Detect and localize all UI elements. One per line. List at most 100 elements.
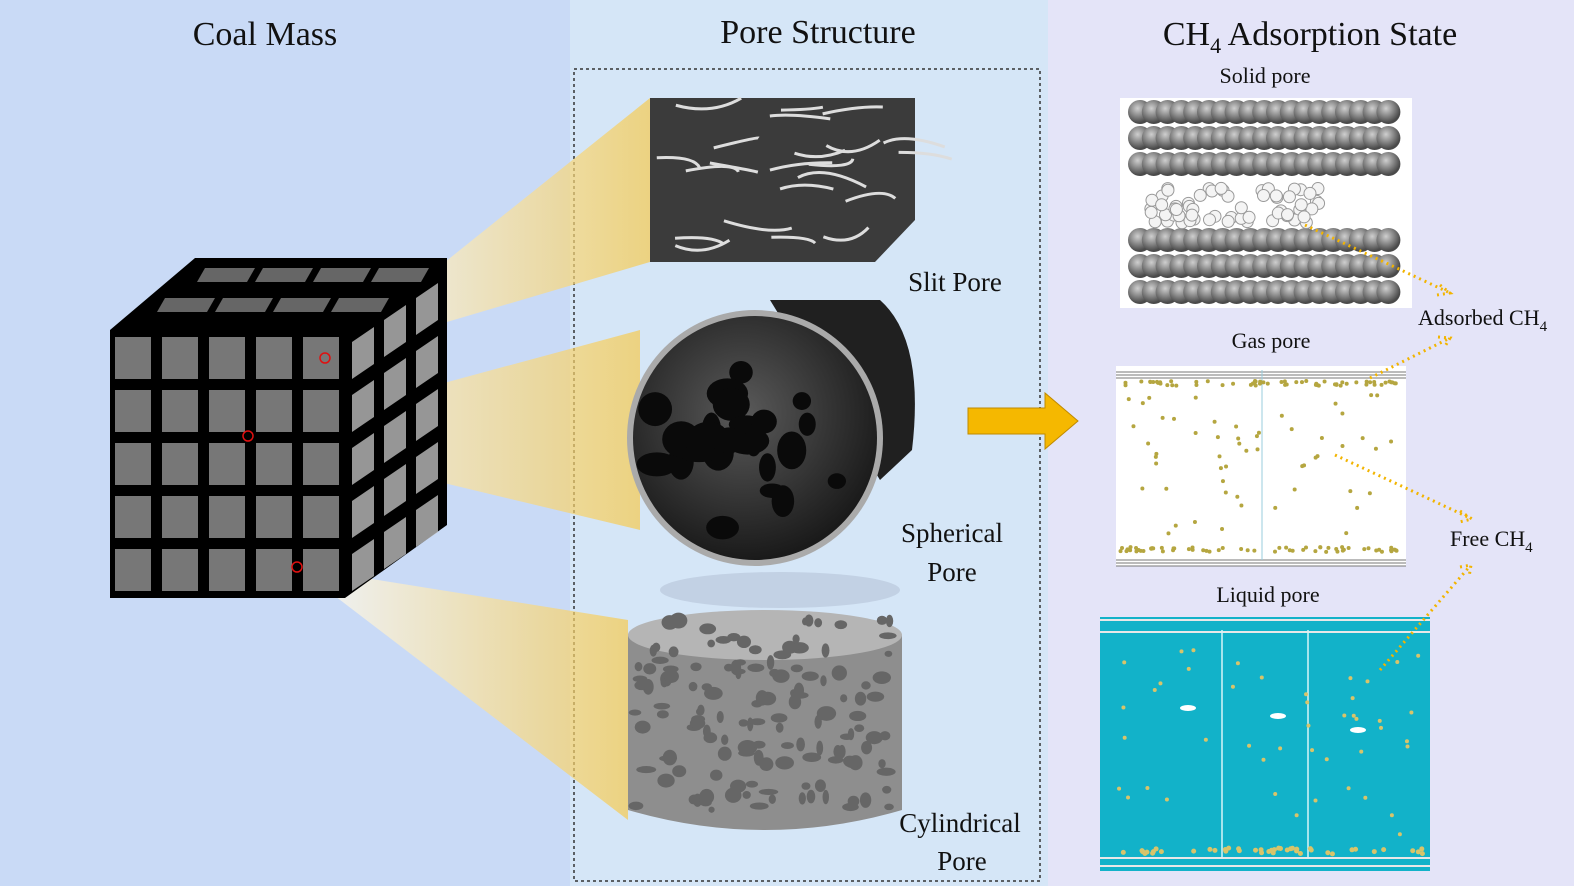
free-molecule bbox=[1340, 411, 1345, 416]
coal-mass-title: Coal Mass bbox=[193, 16, 338, 53]
pore-hole bbox=[847, 795, 860, 807]
adsorbed-molecule bbox=[1344, 381, 1349, 386]
free-molecule bbox=[1333, 401, 1338, 406]
cube-side-cell bbox=[416, 389, 438, 441]
slit-crack bbox=[882, 137, 946, 149]
adsorbed-molecule bbox=[1389, 549, 1394, 554]
free-molecule bbox=[1367, 491, 1372, 496]
cube-top-cell bbox=[197, 268, 255, 282]
pore-hole bbox=[699, 623, 717, 635]
adsorbed-molecule bbox=[1205, 379, 1210, 384]
dotted-arrows bbox=[1304, 223, 1476, 671]
methane-molecule bbox=[1242, 210, 1256, 224]
adsorbed-molecule bbox=[1191, 848, 1197, 854]
adsorbed-molecule bbox=[1301, 547, 1306, 552]
adsorbed-molecule bbox=[1265, 381, 1270, 386]
methane-molecule bbox=[1234, 201, 1248, 215]
free-molecule bbox=[1319, 435, 1324, 440]
cube-side-cell bbox=[352, 539, 374, 591]
pore-hole bbox=[690, 662, 702, 672]
free-molecule bbox=[1389, 813, 1394, 818]
cylindrical-pore-illustration bbox=[628, 610, 902, 830]
free-molecule bbox=[1342, 713, 1347, 718]
free-molecule bbox=[1273, 791, 1278, 796]
pore-hole bbox=[804, 614, 814, 627]
methane-molecule bbox=[1282, 190, 1296, 204]
adsorbed-molecule bbox=[1318, 545, 1323, 550]
coal-cube-cells bbox=[115, 268, 438, 591]
free-molecule bbox=[1179, 649, 1184, 654]
free-molecule bbox=[1409, 710, 1414, 715]
cube-cell bbox=[209, 337, 245, 379]
free-molecule bbox=[1315, 454, 1320, 459]
slit-crack bbox=[674, 239, 731, 252]
cube-cell bbox=[209, 549, 245, 591]
slit-crack bbox=[769, 161, 833, 172]
free-molecule bbox=[1153, 454, 1158, 459]
slit-crack bbox=[898, 150, 953, 161]
pore-hole bbox=[747, 663, 765, 673]
adsorbed-molecule bbox=[1194, 383, 1199, 388]
adsorbed-molecule bbox=[1340, 548, 1345, 553]
cube-side-cell bbox=[384, 305, 406, 357]
adsorbed-molecule bbox=[1270, 850, 1276, 856]
cube-cell bbox=[256, 549, 292, 591]
pore-hole bbox=[872, 671, 891, 685]
adsorbed-molecule bbox=[1362, 547, 1367, 552]
pore-hole bbox=[854, 691, 867, 706]
adsorbed-molecule bbox=[1313, 549, 1318, 554]
pore-hole bbox=[781, 742, 794, 750]
free-molecule bbox=[1369, 393, 1374, 398]
adsorbed-molecule bbox=[1284, 847, 1290, 853]
pore-hole bbox=[840, 694, 848, 703]
spherical-pore-illustration bbox=[627, 300, 915, 608]
cube-top-cell bbox=[215, 298, 273, 312]
pore-hole bbox=[759, 453, 776, 482]
adsorbed-molecule bbox=[1322, 379, 1327, 384]
slit-pore-label: Slit Pore bbox=[908, 267, 1002, 297]
sample-marker bbox=[291, 561, 303, 573]
free-molecule bbox=[1389, 439, 1394, 444]
adsorbed-molecule bbox=[1366, 546, 1371, 551]
free-molecule bbox=[1220, 479, 1225, 484]
cube-side-cell bbox=[352, 486, 374, 538]
pore-hole bbox=[715, 636, 732, 644]
free-molecule bbox=[1365, 679, 1370, 684]
free-molecule bbox=[1302, 463, 1307, 468]
pore-hole bbox=[827, 473, 847, 489]
pore-hole bbox=[859, 792, 872, 808]
pore-structure-title: Pore Structure bbox=[720, 14, 915, 51]
pore-hole bbox=[632, 675, 648, 683]
pore-hole bbox=[707, 639, 715, 648]
pore-hole bbox=[755, 690, 769, 706]
pore-hole bbox=[661, 615, 678, 630]
adsorbed-molecule bbox=[1410, 848, 1416, 854]
methane-molecule bbox=[1169, 203, 1183, 217]
pore-hole bbox=[831, 665, 847, 681]
adsorbed-molecule bbox=[1284, 545, 1289, 550]
free-molecule bbox=[1379, 725, 1384, 730]
free-molecule bbox=[1224, 464, 1229, 469]
slit-crack bbox=[808, 158, 855, 168]
pore-hole bbox=[738, 719, 749, 727]
free-molecule bbox=[1351, 713, 1356, 718]
free-molecule bbox=[1154, 461, 1159, 466]
cube-side-cell bbox=[416, 495, 438, 547]
adsorbed-molecule bbox=[1374, 548, 1379, 553]
methane-molecule bbox=[1155, 198, 1169, 212]
pore-hole bbox=[656, 710, 669, 719]
pore-hole bbox=[876, 767, 896, 776]
slit-crack bbox=[656, 156, 701, 169]
pore-hole bbox=[749, 718, 766, 726]
cube-top-cell bbox=[313, 268, 371, 282]
pore-hole bbox=[758, 788, 779, 795]
pore-hole bbox=[884, 803, 894, 811]
adsorbed-molecule bbox=[1276, 845, 1282, 851]
pore-hole bbox=[730, 779, 747, 793]
adsorbed-molecule bbox=[1171, 546, 1176, 551]
pore-hole bbox=[801, 782, 811, 790]
pore-hole bbox=[636, 766, 657, 774]
adsorbed-molecule bbox=[1190, 547, 1195, 552]
adsorbed-molecule bbox=[1169, 379, 1174, 384]
gas-pore-label: Gas pore bbox=[1232, 328, 1311, 353]
